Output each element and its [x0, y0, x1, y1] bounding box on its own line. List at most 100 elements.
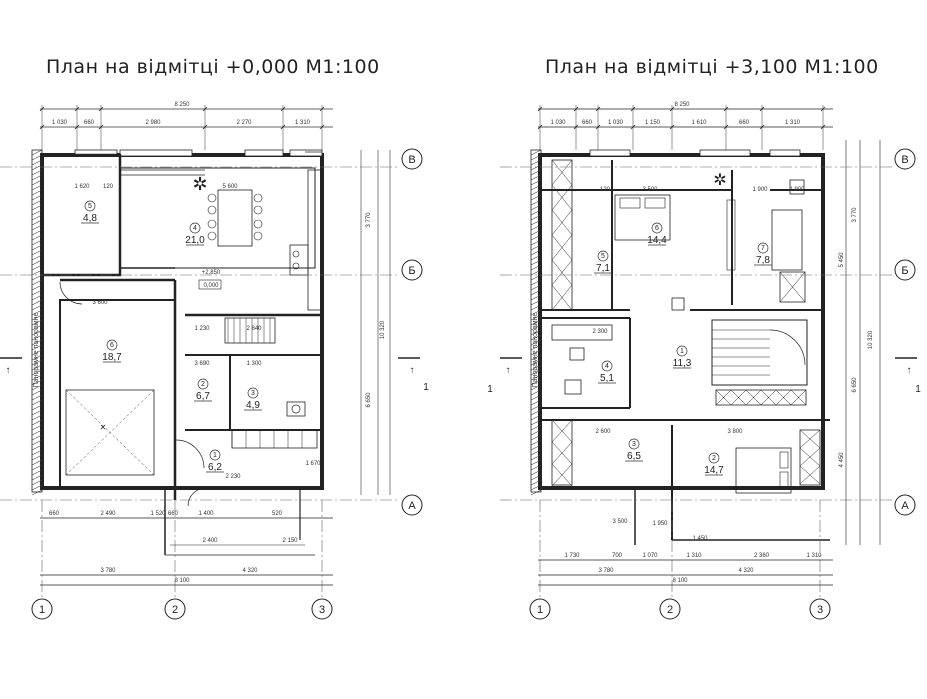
outer-wall	[40, 153, 324, 490]
level-mark: +2,850	[202, 270, 221, 276]
window	[589, 149, 631, 157]
dim-tick	[280, 124, 286, 130]
hatch-line	[530, 269, 542, 276]
dim-tick	[98, 106, 104, 112]
window	[699, 149, 751, 157]
hatch-line	[530, 399, 542, 406]
hatch-line	[31, 169, 43, 176]
wardrobe-right	[799, 429, 821, 486]
hatch-line	[530, 149, 542, 156]
dining-table	[217, 189, 253, 247]
hatch-line	[530, 389, 542, 396]
hatch-line	[530, 274, 542, 281]
level-box	[198, 279, 222, 290]
dim-bottom-seg: 1 730	[564, 553, 580, 559]
hatch-line	[530, 429, 542, 436]
room-5-marker	[84, 200, 96, 212]
room-4-marker	[601, 360, 613, 372]
burner	[292, 262, 300, 270]
closet	[726, 199, 736, 271]
wardrobe	[231, 429, 318, 449]
garage	[59, 299, 176, 489]
axis-row-a: А	[408, 500, 416, 512]
hatch-line	[31, 339, 43, 346]
dim-tick	[39, 106, 45, 112]
dim-inner: 1 900	[752, 187, 768, 193]
hatch-line	[31, 324, 43, 331]
dim-bottom-seg: 520	[272, 511, 283, 517]
room-3-marker	[247, 387, 259, 399]
hatch-line	[530, 394, 542, 401]
dim-inner: 2 230	[225, 474, 241, 480]
room-1-number: 1	[680, 348, 684, 355]
hatch-line	[530, 289, 542, 296]
line	[799, 429, 821, 449]
hatch-line	[530, 214, 542, 221]
party-wall	[31, 149, 43, 493]
hatch-line	[530, 364, 542, 371]
room-7-area: 7,8	[756, 255, 770, 266]
hatch-line	[530, 409, 542, 416]
room-6-area: 14,4	[647, 235, 667, 246]
bathtub	[771, 209, 803, 271]
chair	[253, 231, 263, 241]
axis-row-v-circle	[401, 148, 423, 170]
hatch-line	[31, 164, 43, 171]
dim-tick	[280, 106, 286, 112]
dim-right: 6 650	[852, 377, 858, 393]
burner	[292, 250, 300, 258]
line	[551, 419, 573, 443]
hatch-line	[530, 354, 542, 361]
hatch-line	[31, 419, 43, 426]
axis-row-b: Б	[408, 265, 415, 277]
dim-tick	[669, 124, 675, 130]
hatch-line	[31, 359, 43, 366]
dim-top-seg: 1 030	[608, 120, 624, 126]
garage-cross: ✕	[100, 423, 107, 432]
hatch-line	[31, 489, 43, 496]
hatch-line	[530, 344, 542, 351]
dim-inner: 2 300	[592, 329, 608, 335]
hatch-line	[31, 189, 43, 196]
toilet	[789, 179, 805, 195]
dim-tick	[820, 106, 826, 112]
hatch-line	[31, 459, 43, 466]
room-3-number: 3	[632, 441, 636, 448]
kitchen-counter	[307, 169, 323, 311]
hatch-line	[530, 339, 542, 346]
room-4-number: 4	[605, 363, 609, 370]
room-5-marker	[597, 250, 609, 262]
dim-top-seg: 2 270	[236, 120, 252, 126]
side-note: Панорамне панорамне	[33, 313, 40, 388]
railing	[715, 389, 807, 406]
hatch-line	[31, 264, 43, 271]
hatch-line	[31, 179, 43, 186]
hatch-line	[31, 219, 43, 226]
hatch-line	[31, 414, 43, 421]
dim-top-seg: 1 030	[550, 120, 566, 126]
door-swing	[187, 487, 207, 507]
dim-tick	[669, 106, 675, 112]
section-arrow: ↑	[410, 365, 415, 376]
hatch-line	[31, 374, 43, 381]
hatch-line	[31, 484, 43, 491]
hatch-line	[31, 344, 43, 351]
dim-bottom-axis: 3 780	[100, 568, 116, 574]
line	[799, 447, 821, 467]
hatch-line	[530, 419, 542, 426]
room-3-area: 4,9	[246, 400, 260, 411]
hatch-line	[31, 224, 43, 231]
hatch-line	[31, 249, 43, 256]
window	[289, 149, 323, 157]
hatch-line	[530, 439, 542, 446]
dim-inner: 3 690	[194, 361, 210, 367]
door-swing	[59, 281, 83, 305]
axis-row-b-circle	[894, 259, 916, 281]
dim-top-seg: 1 310	[295, 120, 311, 126]
hatch-line	[31, 409, 43, 416]
dim-bottom-axis: 3 780	[598, 568, 614, 574]
hatch-line	[31, 184, 43, 191]
line	[730, 389, 747, 406]
column	[671, 297, 685, 311]
hatch-line	[530, 449, 542, 456]
